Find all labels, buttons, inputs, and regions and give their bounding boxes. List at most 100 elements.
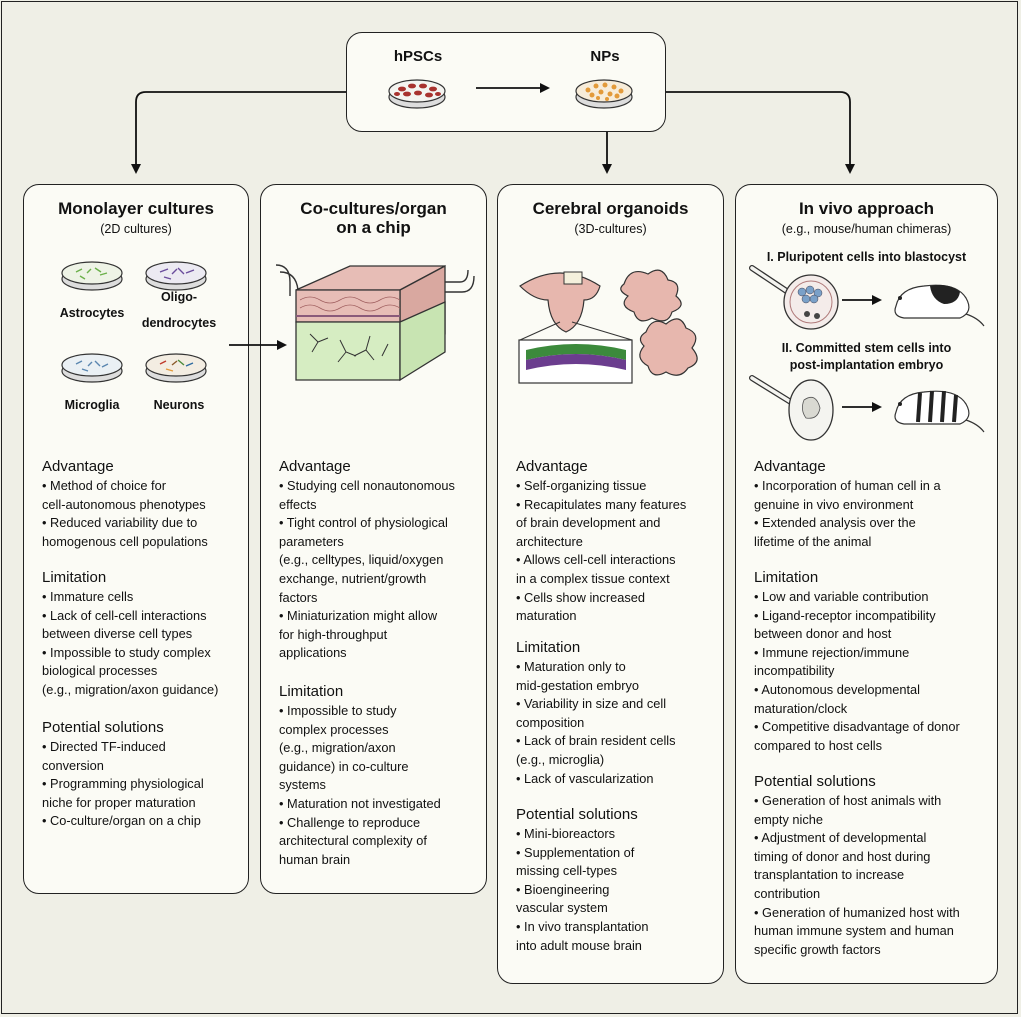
organoid-advantage-heading: Advantage: [516, 458, 588, 475]
list-item: • Co-culture/organ on a chip: [42, 813, 201, 829]
list-item: guidance) in co-culture: [279, 758, 409, 774]
list-item: • Method of choice for: [42, 478, 166, 493]
list-item: • Miniaturization might allow: [279, 608, 438, 624]
coculture-title-line1: Co-cultures/organ: [300, 199, 447, 218]
list-item: • Programming physiological: [42, 776, 204, 792]
list-item: applications: [279, 645, 347, 661]
monolayer-solutions-heading: Potential solutions: [42, 719, 164, 736]
list-item: homogenous cell populations: [42, 533, 208, 549]
monolayer-advantage-list: • Method of choice for cell-autonomous ph…: [42, 477, 208, 551]
neurons-label: Neurons: [153, 398, 205, 412]
invivo-title: In vivo approach: [798, 199, 935, 218]
list-item: • Directed TF-induced: [42, 739, 166, 754]
list-item: (e.g., microglia): [516, 751, 605, 767]
chimera-mouse-icon-2: [894, 390, 985, 433]
list-item: compared to host cells: [754, 737, 883, 753]
organ-chip-icon: [275, 264, 475, 382]
coculture-title-line2: on a chip: [336, 218, 411, 237]
list-item: • Studying cell nonautonomous: [279, 478, 455, 493]
invivo-step2-label-1: II. Committed stem cells into: [781, 341, 952, 355]
list-item: • Cells show increased: [516, 589, 645, 605]
list-item: • Lack of cell-cell interactions: [42, 607, 207, 623]
list-item: vascular system: [516, 900, 608, 916]
list-item: • Extended analysis over the: [754, 515, 916, 531]
organoid-advantage-list: • Self-organizing tissue • Recapitulates …: [516, 477, 686, 626]
monolayer-limitation-heading: Limitation: [42, 569, 107, 586]
list-item: lifetime of the animal: [754, 533, 872, 549]
list-item: • Ligand-receptor incompatibility: [754, 607, 936, 623]
list-item: between donor and host: [754, 626, 892, 642]
list-item: • Autonomous developmental: [754, 681, 920, 697]
invivo-solutions-list: • Generation of host animals with empty n…: [754, 792, 960, 959]
list-item: • In vivo transplantation: [516, 918, 649, 934]
monolayer-limitation-list: • Immature cells • Lack of cell-cell inte…: [42, 588, 218, 700]
list-item: human immune system and human: [754, 923, 954, 939]
list-item: parameters: [279, 533, 344, 549]
astrocyte-dish-icon: [61, 261, 123, 291]
list-item: • Immature cells: [42, 589, 134, 604]
neuron-dish-icon: [145, 353, 207, 383]
monolayer-subtitle: (2D cultures): [100, 222, 172, 236]
list-item: empty niche: [754, 811, 823, 827]
organoid-limitation-heading: Limitation: [516, 639, 581, 656]
list-item: • Challenge to reproduce: [279, 814, 421, 830]
list-item: • Lack of vascularization: [516, 770, 654, 786]
list-item: • Competitive disadvantage of donor: [754, 719, 960, 735]
oligodendrocyte-dish-icon: [145, 261, 207, 291]
list-item: contribution: [754, 885, 821, 901]
coculture-limitation-heading: Limitation: [279, 683, 344, 700]
arrow-to-invivo: [666, 91, 855, 174]
list-item: • Generation of humanized host with: [754, 904, 960, 920]
invivo-step1-label: I. Pluripotent cells into blastocyst: [766, 250, 967, 264]
microglia-dish-icon: [61, 353, 123, 383]
list-item: • Maturation only to: [516, 659, 626, 674]
list-item: mid-gestation embryo: [516, 677, 640, 693]
arrow-to-monolayer: [131, 91, 346, 174]
list-item: (e.g., migration/axon: [279, 740, 396, 756]
coculture-advantage-heading: Advantage: [279, 458, 351, 475]
invivo-advantage-list: • Incorporation of human cell in a genuin…: [754, 477, 941, 551]
organoid-limitation-list: • Maturation only to mid-gestation embryo…: [516, 658, 676, 788]
list-item: into adult mouse brain: [516, 937, 642, 953]
list-item: • Tight control of physiological: [279, 515, 448, 531]
list-item: • Impossible to study complex: [42, 644, 211, 660]
np-label: NPs: [590, 48, 620, 65]
list-item: • Self-organizing tissue: [516, 478, 647, 493]
list-item: incompatibility: [754, 663, 835, 679]
monolayer-advantage-heading: Advantage: [42, 458, 114, 475]
list-item: • Variability in size and cell: [516, 696, 667, 712]
embryo-injection-icon: [749, 375, 882, 441]
list-item: human brain: [279, 851, 351, 867]
list-item: genuine in vivo environment: [754, 496, 914, 512]
list-item: for high-throughput: [279, 626, 388, 642]
list-item: • Adjustment of developmental: [754, 830, 927, 846]
list-item: • Lack of brain resident cells: [516, 733, 676, 749]
list-item: systems: [279, 777, 326, 793]
list-item: composition: [516, 714, 585, 730]
organoid-icon: [518, 269, 698, 384]
list-item: niche for proper maturation: [42, 794, 196, 810]
monolayer-column: Monolayer cultures (2D cultures) Astrocy…: [23, 184, 249, 894]
invivo-limitation-heading: Limitation: [754, 569, 819, 586]
monolayer-title: Monolayer cultures: [58, 199, 214, 218]
oligo-label-1: Oligo-: [160, 290, 198, 304]
list-item: maturation/clock: [754, 700, 848, 716]
chimera-mouse-icon-1: [894, 284, 985, 327]
list-item: factors: [279, 589, 318, 605]
oligo-label-2: dendrocytes: [141, 316, 217, 330]
blastocyst-injection-icon: [749, 265, 882, 330]
list-item: • Recapitulates many features: [516, 496, 687, 512]
organoid-title: Cerebral organoids: [532, 199, 689, 218]
list-item: • Low and variable contribution: [754, 589, 929, 604]
list-item: • Incorporation of human cell in a: [754, 478, 941, 493]
list-item: • Generation of host animals with: [754, 793, 942, 808]
list-item: • Mini-bioreactors: [516, 826, 616, 841]
invivo-subtitle: (e.g., mouse/human chimeras): [781, 222, 952, 236]
organoid-solutions-heading: Potential solutions: [516, 806, 638, 823]
list-item: cell-autonomous phenotypes: [42, 496, 206, 512]
list-item: • Reduced variability due to: [42, 515, 198, 531]
